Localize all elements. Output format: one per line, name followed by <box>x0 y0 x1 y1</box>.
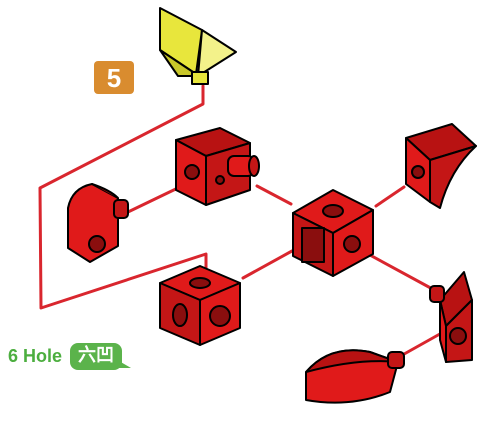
wedge-right-part <box>429 271 473 363</box>
six-hole-label: 6 Hole 六凹 <box>8 341 132 371</box>
center-cube-part <box>292 189 374 277</box>
guide-line-center-to-curved-wedge <box>374 185 406 208</box>
curved-wedge-part <box>405 123 477 209</box>
yellow-connector-part <box>159 7 237 85</box>
six-hole-text: 6 Hole <box>8 345 63 366</box>
guide-line-wedge-right-to-quarter-round <box>395 328 449 360</box>
guide-line-yellow-to-six-hole <box>38 84 208 310</box>
guide-line-six-hole-to-center <box>241 249 294 280</box>
six-hole-cjk-tag: 六凹 <box>70 342 132 370</box>
wedge-cube-part <box>175 127 260 206</box>
quarter-round-bottom-part <box>305 349 405 404</box>
guide-line-wedge-cube-to-center <box>255 184 293 206</box>
guide-line-quarter-round-to-wedge-cube <box>126 184 184 214</box>
quarter-round-left-part <box>67 183 129 263</box>
six-hole-cube-part <box>159 265 241 346</box>
step-number-badge: 5 <box>94 61 134 94</box>
